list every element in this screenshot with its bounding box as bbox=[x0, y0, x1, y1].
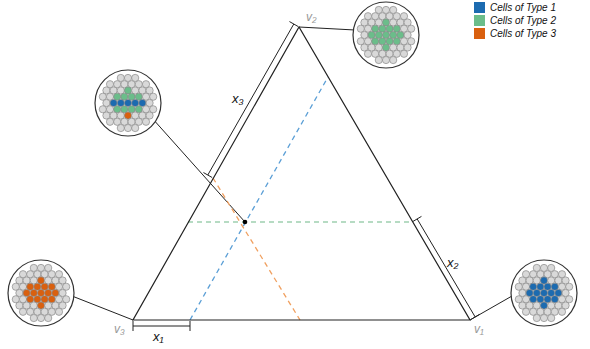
cell-inset bbox=[511, 260, 577, 326]
vertex-label: v₃ bbox=[114, 323, 125, 335]
cell-inset bbox=[353, 2, 419, 68]
dashed-guide bbox=[188, 221, 413, 222]
dashed-guide bbox=[190, 77, 328, 320]
coordinate-label: x₁ bbox=[153, 330, 164, 343]
legend-swatch bbox=[474, 2, 485, 13]
legend-swatch bbox=[474, 15, 485, 26]
leader-line bbox=[72, 296, 133, 320]
coordinate-label: x₂ bbox=[447, 256, 458, 269]
legend-text: Cells of Type 2 bbox=[490, 15, 556, 26]
legend-entry: Cells of Type 3 bbox=[474, 28, 556, 39]
legend-text: Cells of Type 3 bbox=[490, 28, 556, 39]
legend-text: Cells of Type 1 bbox=[490, 2, 556, 13]
vertex-label: v₁ bbox=[474, 323, 484, 335]
legend-swatch bbox=[474, 28, 485, 39]
vertex-label: v₂ bbox=[306, 11, 317, 23]
legend-entry: Cells of Type 2 bbox=[474, 15, 556, 26]
dimension-bracket bbox=[203, 22, 298, 178]
coordinate-label: x₃ bbox=[232, 92, 244, 105]
ternary-triangle bbox=[133, 27, 470, 320]
legend-entry: Cells of Type 1 bbox=[474, 2, 556, 13]
dashed-guide bbox=[213, 178, 300, 320]
dimension-bracket bbox=[413, 216, 480, 319]
cell-inset bbox=[8, 260, 74, 326]
leader-line bbox=[299, 27, 355, 30]
composition-point bbox=[243, 220, 248, 225]
cell-inset bbox=[95, 70, 161, 136]
